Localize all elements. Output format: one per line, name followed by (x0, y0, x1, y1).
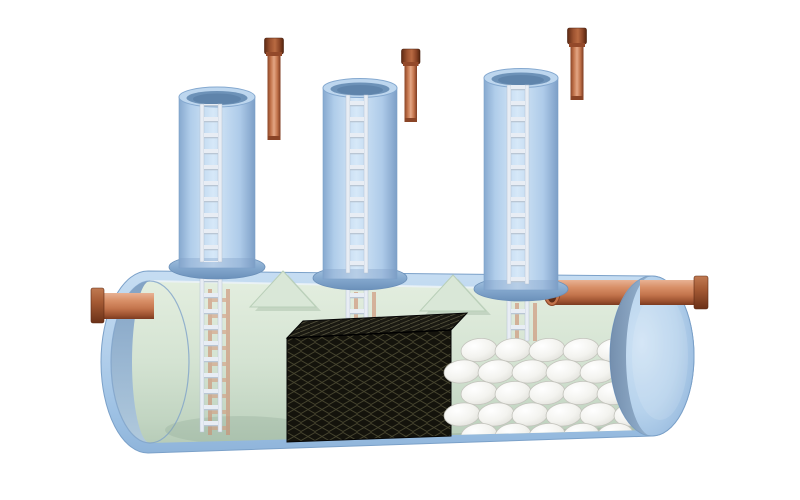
baffle-1 (248, 270, 321, 311)
ladder-1-upper-rungs (204, 104, 218, 262)
tank-end-cap (609, 275, 695, 437)
ladder-3-lower-rail-right (524, 297, 530, 342)
vent-pipe-1-body (267, 52, 281, 140)
vent-pipe-1-bottom-edge (267, 136, 281, 140)
vent-pipe-1 (264, 37, 284, 140)
ladder-1-lower-rungs (204, 276, 218, 432)
riser-2-rim-bore (337, 85, 383, 95)
vent-pipe-2-body (404, 62, 417, 122)
ladder-3-lower-rail-left (506, 297, 512, 342)
ladder-2-upper-rungs (350, 95, 364, 273)
end-cap-inner-shadow (610, 276, 652, 436)
riser-2-base-shade (323, 269, 397, 279)
filter-block-front-face (286, 329, 452, 443)
ladder-3-lower-rungs (511, 298, 525, 341)
ladder-3-lower-section (506, 297, 537, 342)
ladder-1-shadow-rail-right (226, 289, 230, 435)
outlet-pipe-body (640, 280, 698, 305)
vent-pipe-3-bottom-edge (570, 96, 584, 100)
inlet-pipe-flange (90, 287, 105, 324)
vent-pipe-1-cap (264, 37, 284, 55)
vent-pipes (264, 27, 587, 140)
riser-3-base-shade (484, 280, 558, 290)
mouth-inner-wall (111, 281, 150, 443)
outlet-pipe (640, 275, 709, 310)
vent-pipe-3-cap (567, 27, 587, 45)
vent-pipe-2-cap (401, 48, 421, 65)
ladder-3-upper-rail-right (524, 84, 530, 285)
baffle-2-wall (418, 274, 488, 312)
riser-1-base-shade (179, 258, 255, 268)
ladder-3-upper-rail-left (506, 84, 512, 285)
filter-block-top-edge (286, 329, 452, 339)
vent-pipe-3-collar (569, 43, 585, 47)
ladder-2-lower-rail-left (345, 286, 351, 319)
access-riser-2 (312, 78, 408, 291)
inlet-pipe-body (100, 293, 154, 319)
ladder-2-upper-section (345, 94, 369, 274)
ladder-3-upper-section (506, 84, 530, 285)
riser-1-rim-bore (193, 93, 241, 105)
ladder-2-shadow-rail-right (372, 292, 376, 318)
vent-pipe-2-bottom-edge (404, 118, 417, 122)
ladder-1-upper-section (199, 103, 223, 263)
vent-pipe-3-body (570, 43, 584, 100)
ladder-1-lower-section (199, 275, 230, 435)
outlet-pipe-flange (693, 275, 709, 310)
ladder-3-upper-rungs (511, 85, 525, 284)
inlet-pipe (90, 287, 154, 324)
end-cap-highlight (632, 292, 688, 420)
vent-pipe-3 (567, 27, 587, 100)
access-riser-1 (168, 86, 266, 280)
mouth-rim (110, 280, 190, 444)
riser-3-rim-bore (498, 75, 544, 85)
ladder-1-lower-rail-right (217, 275, 223, 433)
ladder-2-upper-rail-right (363, 94, 369, 274)
ladder-1-lower-rail-left (199, 275, 205, 433)
ladder-3-shadow-rail-right (533, 303, 537, 341)
ladder-2-lower-rail-right (363, 286, 369, 319)
vent-pipe-2-collar (403, 62, 419, 66)
ladder-1-upper-rail-right (217, 103, 223, 263)
vent-pipe-1-collar (266, 52, 282, 56)
ladder-1-upper-rail-left (199, 103, 205, 263)
vent-pipe-2 (401, 48, 421, 122)
ladder-2-lower-rungs (350, 287, 364, 318)
baffle-1-wall (248, 270, 318, 308)
ladder-2-upper-rail-left (345, 94, 351, 274)
access-riser-3 (473, 68, 569, 302)
honeycomb-filter-block (285, 312, 469, 443)
baffle-2 (418, 274, 491, 315)
